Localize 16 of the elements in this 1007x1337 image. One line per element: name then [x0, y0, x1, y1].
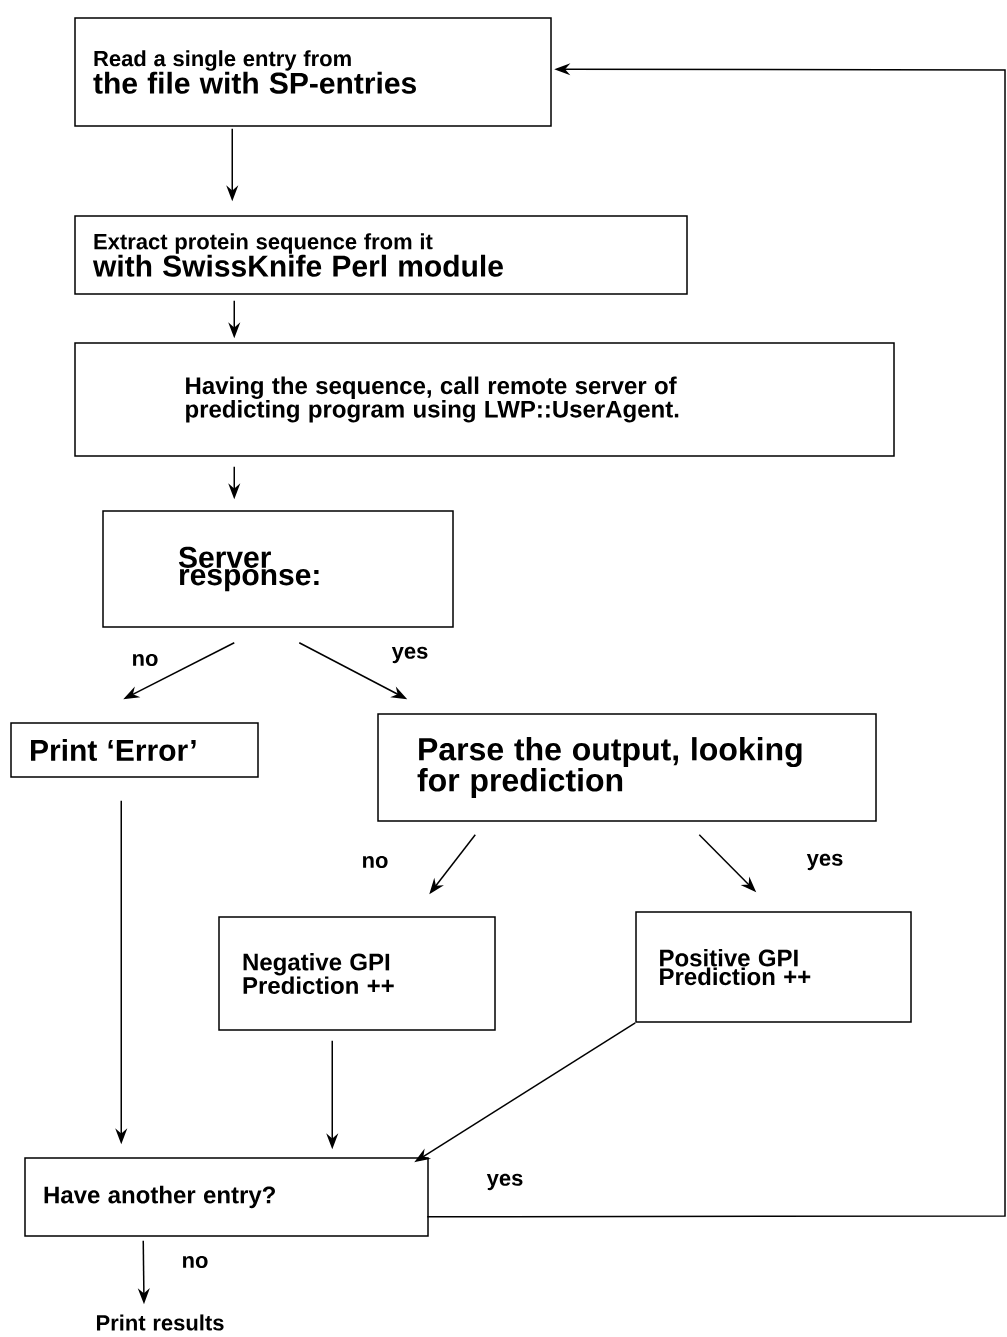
edge-label: yes	[485, 1172, 525, 1192]
process-box: Parse the output, looking for prediction	[377, 713, 877, 822]
process-box: Server response:	[102, 510, 454, 628]
process-box: Print ‘Error’	[10, 722, 259, 778]
process-box: Have another entry?	[24, 1157, 429, 1237]
edge-label: no	[130, 652, 160, 668]
process-box: Extract protein sequence from it with SwissKnife Perl module	[74, 215, 688, 295]
process-box: Negative GPI Prediction ++	[218, 916, 496, 1031]
process-box: Read a single entry from the file with SP-entries	[74, 17, 552, 127]
process-box: Having the sequence, call remote server of predicting program using LWP::UserAgent.	[74, 342, 895, 457]
edge-label: no	[360, 855, 390, 870]
edge-label: no	[180, 1255, 210, 1270]
process-box: Positive GPI Prediction ++	[635, 911, 912, 1023]
result-text: Print results	[97, 1314, 224, 1331]
edge-label: yes	[805, 852, 845, 872]
edge-label: yes	[390, 645, 430, 665]
